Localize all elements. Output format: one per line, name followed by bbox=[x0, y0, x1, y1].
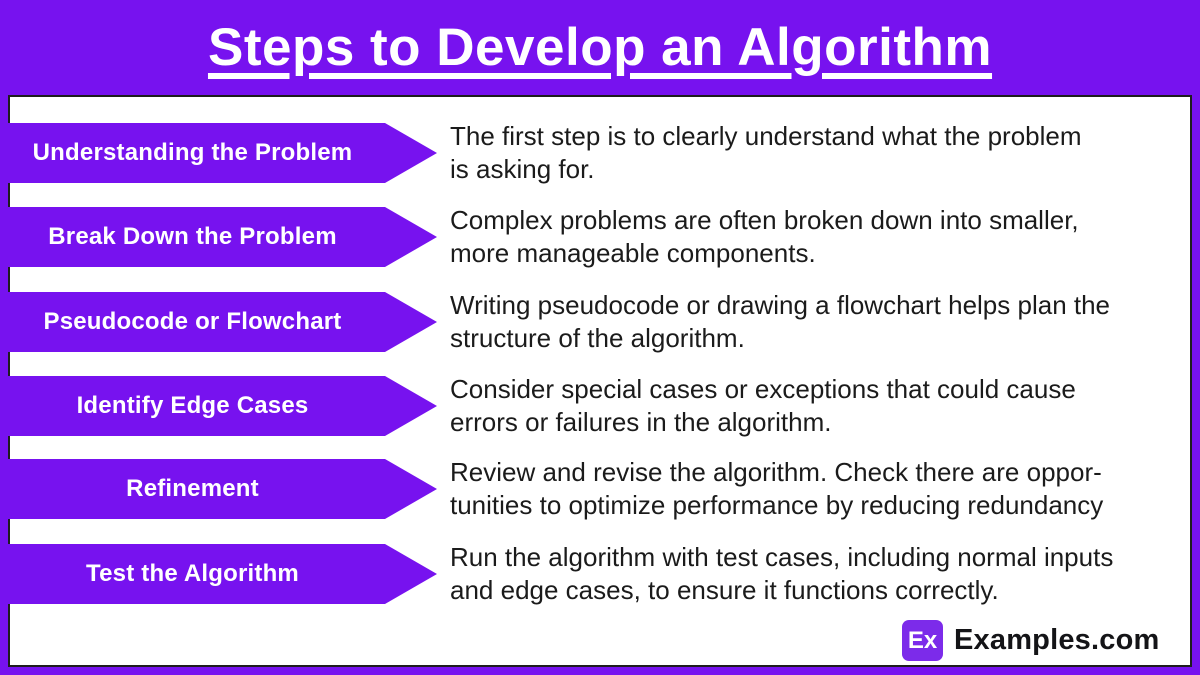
step-description: Run the algorithm with test cases, inclu… bbox=[450, 541, 1114, 605]
step-arrow-3: Pseudocode or Flowchart bbox=[0, 292, 437, 352]
step-arrow-5: Refinement bbox=[0, 459, 437, 519]
step-description: Writing pseudocode or drawing a flowchar… bbox=[450, 289, 1111, 353]
step-arrow-2: Break Down the Problem bbox=[0, 207, 437, 267]
step-row-1: Understanding the Problem The first step… bbox=[0, 121, 1160, 184]
step-label: Refinement bbox=[126, 475, 259, 502]
examples-logo-icon: Ex bbox=[902, 620, 943, 661]
step-label: Understanding the Problem bbox=[32, 139, 353, 166]
step-label: Break Down the Problem bbox=[48, 223, 337, 250]
step-row-4: Identify Edge Cases Consider special cas… bbox=[0, 374, 1160, 437]
brand-logo: Ex Examples.com bbox=[902, 620, 1160, 661]
page-title: Steps to Develop an Algorithm bbox=[207, 18, 993, 77]
step-row-3: Pseudocode or Flowchart Writing pseudoco… bbox=[0, 290, 1160, 353]
step-row-2: Break Down the Problem Complex problems … bbox=[0, 205, 1160, 268]
step-arrow-6: Test the Algorithm bbox=[0, 544, 437, 604]
step-description: The first step is to clearly understand … bbox=[450, 120, 1082, 184]
step-row-5: Refinement Review and revise the algorit… bbox=[0, 457, 1160, 520]
step-label: Pseudocode or Flowchart bbox=[43, 308, 342, 335]
header: Steps to Develop an Algorithm bbox=[0, 0, 1200, 95]
step-label: Identify Edge Cases bbox=[76, 392, 309, 419]
brand-name: Examples.com bbox=[954, 624, 1160, 656]
step-description: Complex problems are often broken down i… bbox=[450, 204, 1079, 268]
step-row-6: Test the Algorithm Run the algorithm wit… bbox=[0, 542, 1160, 605]
step-arrow-4: Identify Edge Cases bbox=[0, 376, 437, 436]
step-label: Test the Algorithm bbox=[86, 560, 299, 587]
step-arrow-1: Understanding the Problem bbox=[0, 123, 437, 183]
step-description: Consider special cases or exceptions tha… bbox=[450, 373, 1076, 437]
step-description: Review and revise the algorithm. Check t… bbox=[450, 456, 1104, 520]
